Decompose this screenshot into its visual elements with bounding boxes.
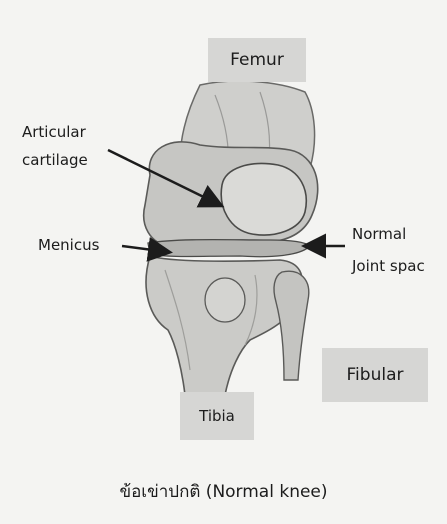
tibia-label: Tibia <box>199 407 235 425</box>
normal-joint-space-label: Normal Joint spac <box>352 218 425 282</box>
articular-label-line1: Articular <box>22 118 88 146</box>
normal-label-line2: Joint spac <box>352 250 425 282</box>
meniscus <box>148 240 310 257</box>
fibular-label: Fibular <box>347 365 404 385</box>
articular-cartilage-label: Articular cartilage <box>22 118 88 174</box>
articular-label-line2: cartilage <box>22 146 88 174</box>
tibial-tuberosity <box>205 278 245 322</box>
femur-label: Femur <box>230 50 284 70</box>
femur-label-box: Femur <box>208 38 306 82</box>
articular-cartilage <box>221 164 306 235</box>
caption: ข้อเข่าปกติ (Normal knee) <box>0 478 447 505</box>
fibular-label-box: Fibular <box>322 348 428 402</box>
fibula-bone <box>274 271 309 380</box>
normal-label-line1: Normal <box>352 218 425 250</box>
tibia-label-box: Tibia <box>180 392 254 440</box>
menicus-label: Menicus <box>38 236 99 254</box>
